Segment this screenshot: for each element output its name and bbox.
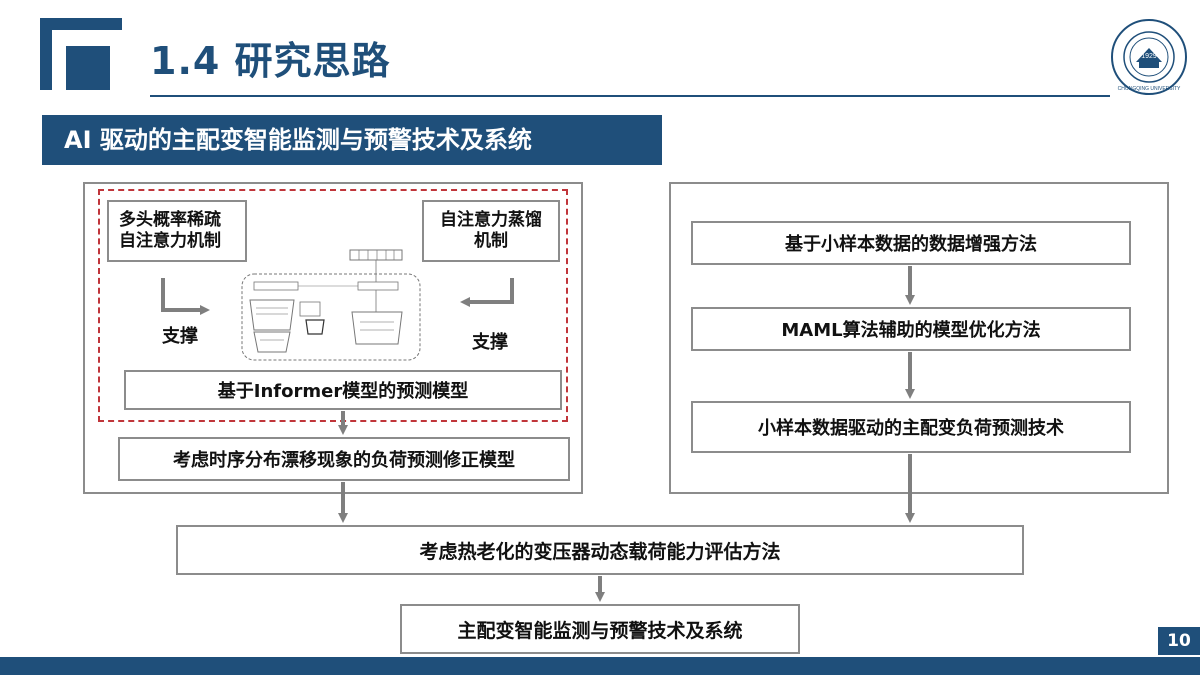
support-label-left: 支撑 [162,326,198,347]
section-banner: AI 驱动的主配变智能监测与预警技术及系统 [42,115,662,165]
title-rule [150,95,1110,97]
footer-bar [0,657,1200,675]
box-small-sample-forecast: 小样本数据驱动的主配变负荷预测技术 [691,401,1131,453]
box-load-forecast-correction: 考虑时序分布漂移现象的负荷预测修正模型 [118,437,570,481]
informer-architecture-thumbnail [241,249,421,361]
box-multi-head-line1: 多头概率稀疏 [119,209,221,230]
box-multi-head-line2: 自注意力机制 [119,231,221,251]
seal-year: 1929 [1141,53,1157,60]
box-attention-distill: 自注意力蒸馏 机制 [422,200,560,262]
arrow-support-right [460,278,514,307]
corner-logo-mark [40,18,122,90]
box-monitoring-system: 主配变智能监测与预警技术及系统 [400,604,800,654]
box-informer-model: 基于Informer模型的预测模型 [124,370,562,410]
page-title: 1.4 研究思路 [150,39,391,83]
box-distill-line2: 机制 [474,231,508,251]
informer-group-outline [98,189,568,422]
university-seal-icon: 1929 CHONGQING UNIVERSITY [1111,19,1187,95]
box-data-augmentation: 基于小样本数据的数据增强方法 [691,221,1131,265]
page-number: 10 [1158,627,1200,655]
box-distill-line1: 自注意力蒸馏 [440,209,542,230]
box-maml-optimization: MAML算法辅助的模型优化方法 [691,307,1131,351]
seal-text: CHONGQING UNIVERSITY [1118,86,1181,92]
arrow-support-left [161,278,210,315]
corner-logo-outer [40,18,122,90]
box-multi-head-attention: 多头概率稀疏 自注意力机制 [107,200,247,262]
box-thermal-aging-assessment: 考虑热老化的变压器动态载荷能力评估方法 [176,525,1024,575]
support-label-right: 支撑 [472,332,508,353]
corner-logo-inner [66,46,110,90]
